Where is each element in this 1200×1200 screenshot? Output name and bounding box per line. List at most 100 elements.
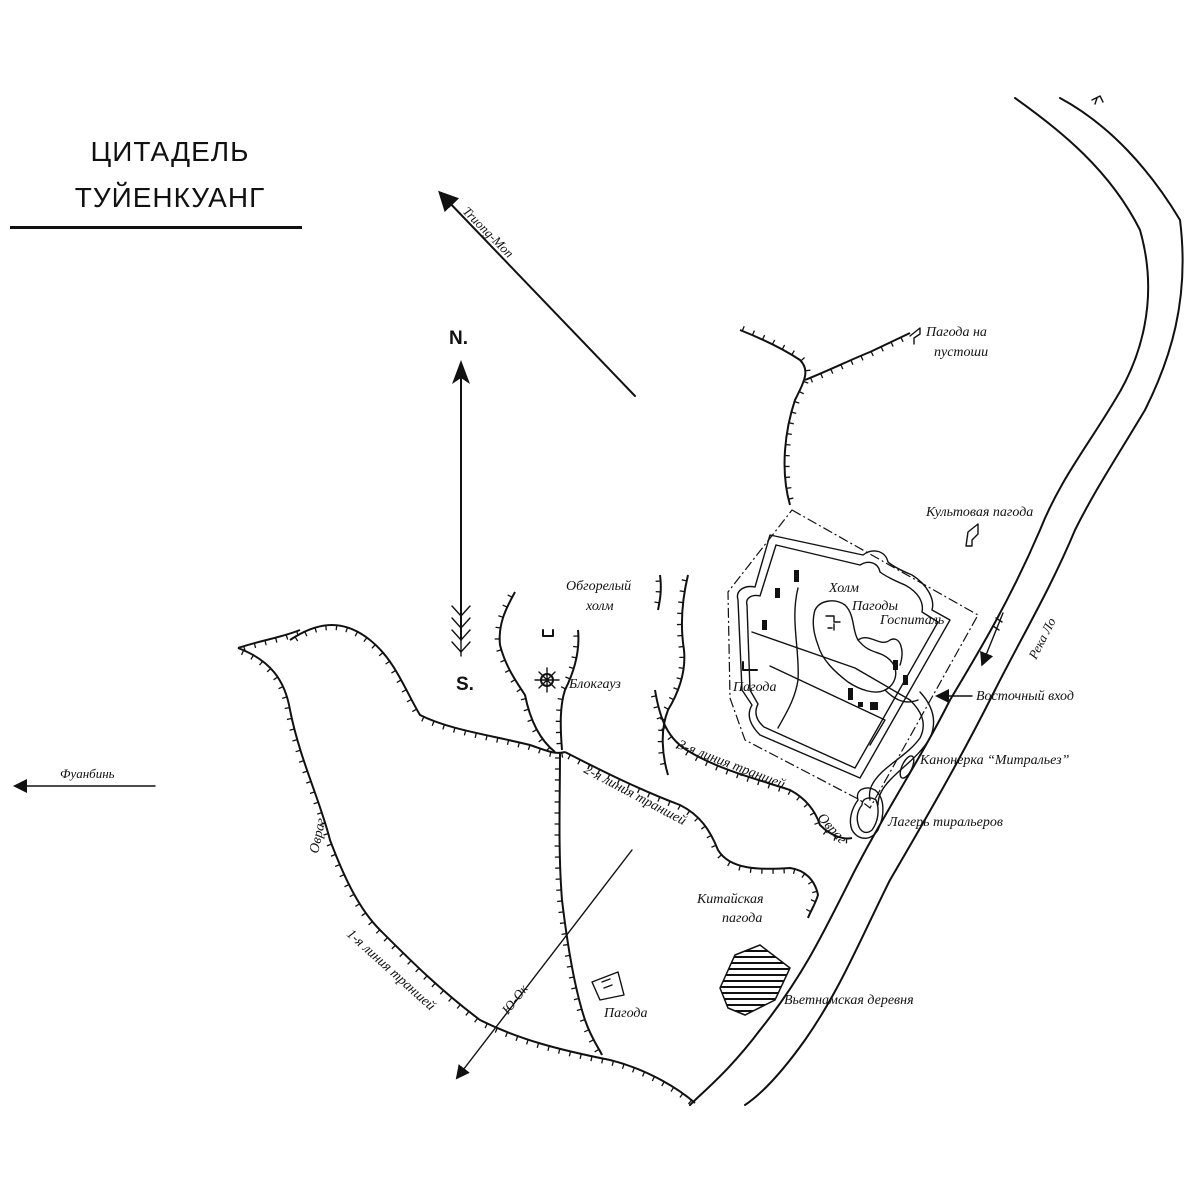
trench-tick	[830, 368, 834, 374]
trench-tick	[870, 351, 874, 357]
trench-tick	[601, 1058, 604, 1064]
river-lo	[689, 97, 1184, 1106]
trench-tick	[309, 791, 315, 795]
trench-tick	[791, 411, 797, 415]
trench-tick	[344, 883, 350, 888]
trench-tick	[805, 369, 811, 372]
label-gunboat: Канонерка “Митральез”	[919, 753, 1070, 768]
label-trench-3: 3-я линия траншей	[675, 737, 787, 792]
trench-tick	[880, 346, 884, 352]
trench-tick	[694, 817, 699, 822]
trench-tick	[313, 801, 319, 805]
trench-tick	[611, 1060, 615, 1066]
trench-tick	[538, 748, 541, 754]
trench-tick	[266, 668, 272, 673]
trench-tick	[786, 432, 792, 436]
trench-tick	[571, 987, 577, 990]
trench-tick	[240, 649, 245, 656]
vietnamese-village-icon	[719, 944, 791, 1016]
trench-tick	[579, 1018, 586, 1022]
label-trench-2: 2-я линия траншей	[581, 762, 688, 829]
trench-tick	[354, 631, 359, 637]
trench-tick	[796, 795, 801, 801]
trench-tick	[442, 724, 446, 730]
east-entrance-passage	[868, 699, 924, 801]
trench-tick	[253, 642, 257, 649]
trench-tick	[660, 762, 666, 766]
trench-tick	[679, 1093, 684, 1098]
trench-tick	[485, 735, 488, 741]
trench-tick	[568, 1051, 572, 1057]
hill-pagoda-buildings	[825, 615, 841, 631]
trench-tick	[757, 780, 760, 786]
compass	[451, 360, 471, 657]
yu-ok-label: Ю-Ок	[498, 981, 531, 1018]
building-2	[775, 588, 780, 598]
trench-tick	[667, 800, 671, 807]
trench-tick	[320, 822, 326, 826]
trench-tick	[323, 833, 329, 836]
trench-tick	[294, 636, 299, 642]
trench-tick	[746, 776, 750, 782]
trench-tick	[738, 865, 741, 871]
trench-tick	[678, 601, 684, 604]
trench-tick	[517, 742, 520, 748]
trench-tick	[678, 645, 684, 648]
trench-tick	[411, 708, 417, 713]
trench-tick	[334, 863, 341, 868]
trench-tick	[631, 1067, 636, 1073]
yu-ok-road	[455, 849, 633, 1080]
trench-tick	[345, 627, 349, 633]
trench-tick	[606, 774, 611, 780]
trench-tick	[577, 759, 581, 765]
trench-tick	[396, 679, 402, 683]
compass-north-label: N.	[449, 328, 468, 349]
trench-tick	[809, 377, 814, 383]
trench-tick	[900, 337, 904, 343]
trench-tick	[840, 364, 844, 370]
label-hill-pagoda-1: Холм	[828, 581, 859, 596]
building-8	[858, 702, 863, 707]
trench-tick	[659, 717, 666, 721]
trench-tick	[289, 728, 295, 731]
burnt-hill-icon	[542, 629, 554, 637]
trench-tick	[715, 765, 719, 771]
pagoda-citadel-icon	[742, 661, 758, 671]
trench-tick	[285, 634, 289, 640]
building-6	[893, 660, 898, 670]
river-east-bank	[744, 97, 1184, 1106]
trench-tick	[717, 854, 722, 859]
label-ravine-west: Овраг	[307, 816, 329, 855]
trench-tick	[810, 899, 816, 903]
trench-tick	[621, 1063, 625, 1069]
trench-tick	[536, 1042, 540, 1048]
trench-tick	[516, 688, 522, 693]
ravine-short-1	[657, 574, 662, 611]
trench-tick	[820, 373, 824, 379]
citadel-outer-perimeter	[727, 509, 979, 809]
citadel	[727, 509, 979, 839]
trench-tick	[363, 637, 368, 643]
south-pagoda-icon	[591, 971, 625, 1001]
inner-stream	[857, 637, 919, 703]
trench-tick	[515, 1035, 519, 1042]
trench-tick	[567, 754, 571, 760]
trench-tick	[463, 730, 467, 736]
trench-tick	[741, 326, 745, 332]
trench-tick	[439, 990, 444, 995]
trench-tick	[668, 696, 674, 701]
trench-tick	[547, 1045, 550, 1052]
burnt-hill-ridge	[498, 591, 556, 753]
trench-tick	[850, 359, 854, 365]
citadel-road-ns	[777, 587, 799, 729]
trench-tick	[711, 844, 717, 848]
trench-tick	[507, 594, 513, 598]
trench-tick	[558, 911, 564, 914]
trench-tick	[778, 786, 781, 792]
trench-tick	[670, 1086, 675, 1092]
trench-tick	[538, 738, 544, 743]
trench-tick	[295, 749, 301, 753]
trench-tick	[694, 756, 699, 762]
building-4	[848, 688, 853, 700]
trench-tick	[465, 1011, 470, 1016]
